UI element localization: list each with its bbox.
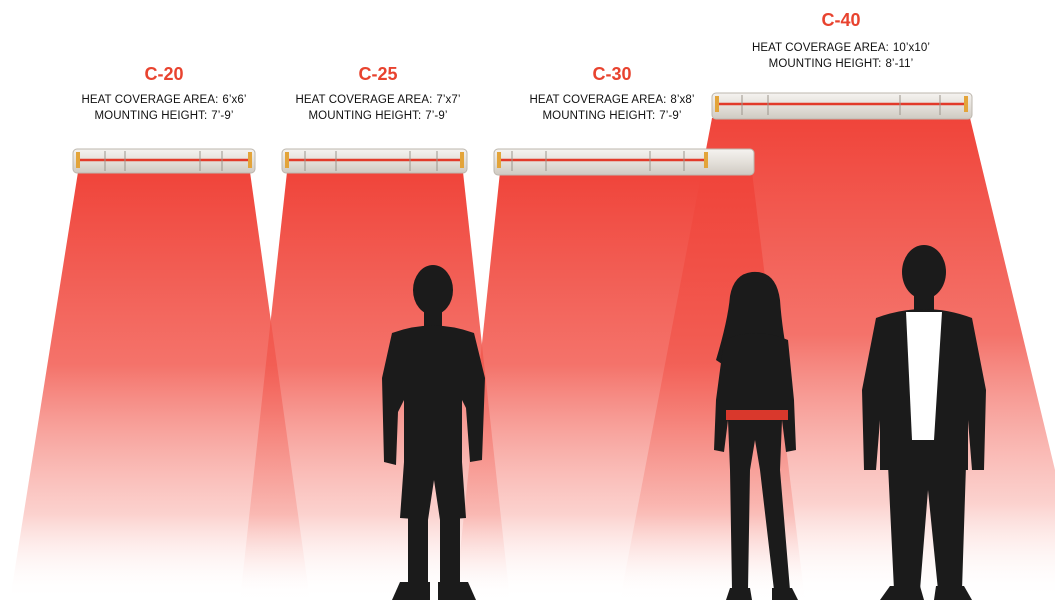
mounting-value: 7’-9’ (211, 110, 234, 122)
mounting-spec: MOUNTING HEIGHT:7’-9’ (500, 108, 724, 124)
model-name: C-20 (144, 64, 184, 84)
mounting-label: MOUNTING HEIGHT: (308, 110, 422, 122)
coverage-label: HEAT COVERAGE AREA: (751, 42, 889, 54)
coverage-label: HEAT COVERAGE AREA: (81, 94, 219, 106)
coverage-spec: HEAT COVERAGE AREA:6’x6’ (52, 92, 276, 108)
heat-beam-c20 (10, 172, 310, 600)
belt (726, 410, 788, 420)
model-name: C-40 (821, 10, 861, 30)
model-label-c40: C-40 HEAT COVERAGE AREA:10’x10’ MOUNTING… (724, 10, 958, 72)
mounting-label: MOUNTING HEIGHT: (542, 110, 656, 122)
model-name: C-30 (592, 64, 632, 84)
heater-unit-c30 (493, 148, 755, 176)
model-name: C-25 (358, 64, 398, 84)
coverage-label: HEAT COVERAGE AREA: (529, 94, 667, 106)
mounting-value: 7’-9’ (425, 110, 448, 122)
mounting-label: MOUNTING HEIGHT: (94, 110, 208, 122)
coverage-spec: HEAT COVERAGE AREA:8’x8’ (500, 92, 724, 108)
coverage-spec: HEAT COVERAGE AREA:7’x7’ (266, 92, 490, 108)
coverage-label: HEAT COVERAGE AREA: (295, 94, 433, 106)
heater-unit-c20 (72, 148, 256, 174)
mounting-value: 7’-9’ (659, 110, 682, 122)
person-silhouette-woman (714, 271, 798, 600)
mounting-label: MOUNTING HEIGHT: (768, 58, 882, 70)
mounting-spec: MOUNTING HEIGHT:7’-9’ (52, 108, 276, 124)
person-silhouette-shorts (382, 265, 485, 600)
mounting-value: 8’-11’ (885, 58, 914, 70)
mounting-spec: MOUNTING HEIGHT:7’-9’ (266, 108, 490, 124)
coverage-value: 8’x8’ (670, 94, 695, 106)
coverage-spec: HEAT COVERAGE AREA:10’x10’ (724, 40, 958, 56)
heat-beam-c30 (455, 172, 805, 600)
model-label-c25: C-25 HEAT COVERAGE AREA:7’x7’ MOUNTING H… (266, 64, 490, 124)
heater-unit-c40 (711, 92, 973, 120)
model-label-c30: C-30 HEAT COVERAGE AREA:8’x8’ MOUNTING H… (500, 64, 724, 124)
coverage-value: 10’x10’ (892, 42, 931, 54)
coverage-value: 6’x6’ (222, 94, 247, 106)
heater-unit-c25 (281, 148, 468, 174)
mounting-spec: MOUNTING HEIGHT:8’-11’ (724, 56, 958, 72)
coverage-value: 7’x7’ (436, 94, 461, 106)
person-silhouette-suit (862, 245, 986, 600)
model-label-c20: C-20 HEAT COVERAGE AREA:6’x6’ MOUNTING H… (52, 64, 276, 124)
